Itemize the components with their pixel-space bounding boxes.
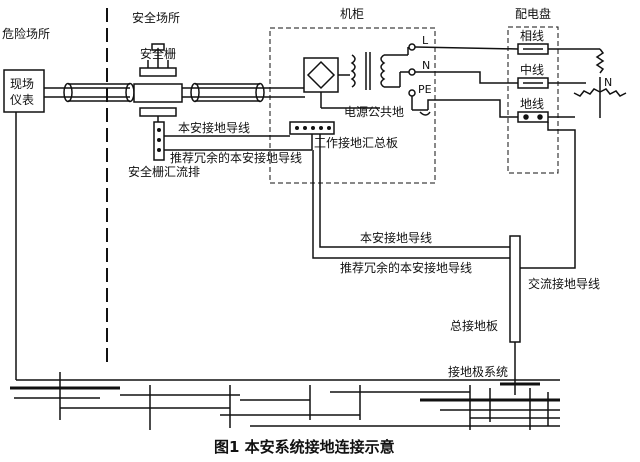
pe-line bbox=[427, 99, 518, 118]
ground-electrode-system bbox=[10, 372, 560, 430]
label-ac-ground-wire: 交流接地导线 bbox=[528, 276, 600, 291]
is-ground-wire-long bbox=[319, 134, 512, 248]
label-terminal-PE: PE bbox=[418, 83, 432, 96]
label-is-ground-wire-top: 本安接地导线 bbox=[178, 120, 250, 135]
label-neutral-wire: 中线 bbox=[520, 62, 544, 77]
safety-barrier bbox=[133, 43, 183, 150]
neutral-line bbox=[415, 71, 518, 84]
rectifier bbox=[303, 57, 350, 108]
label-redundant-is-ground-wire-mid: 推荐冗余的本安接地导线 bbox=[340, 260, 472, 275]
cabinet-boundary bbox=[269, 27, 436, 184]
label-field-instrument-1: 现场 bbox=[10, 77, 34, 91]
label-work-ground-bus-board: 工作接地汇总板 bbox=[314, 135, 398, 150]
diagram-caption: 图1 本安系统接地连接示意 bbox=[214, 438, 395, 456]
label-barrier-busbar: 安全栅汇流排 bbox=[128, 164, 200, 179]
label-transformer-N: N bbox=[604, 76, 612, 89]
label-distribution-panel: 配电盘 bbox=[515, 6, 551, 21]
shielded-cable-right bbox=[182, 82, 305, 103]
distribution-panel-boundary bbox=[507, 26, 559, 174]
phase-line bbox=[414, 46, 519, 50]
label-safe-area: 安全场所 bbox=[132, 10, 180, 25]
supply-transformer bbox=[573, 48, 627, 118]
label-cabinet: 机柜 bbox=[340, 7, 364, 21]
label-redundant-is-ground-wire-top: 推荐冗余的本安接地导线 bbox=[170, 150, 302, 165]
shielded-cable-left bbox=[44, 82, 135, 103]
label-main-ground-board: 总接地板 bbox=[450, 318, 498, 333]
ac-ground-wire bbox=[518, 122, 576, 269]
label-safety-barrier: 安全栅 bbox=[140, 46, 176, 61]
redundant-is-ground-wire-long bbox=[312, 150, 512, 259]
cabinet-terminals bbox=[399, 43, 428, 111]
label-power-common-ground: 电源公共地 bbox=[344, 105, 404, 119]
main-ground-board bbox=[509, 235, 521, 343]
transformer bbox=[350, 52, 408, 90]
label-earth-wire: 地线 bbox=[520, 97, 544, 111]
label-ground-electrode-system: 接地极系统 bbox=[448, 364, 508, 379]
label-terminal-N: N bbox=[422, 59, 430, 72]
field-instrument-box bbox=[3, 69, 45, 113]
label-phase-wire: 相线 bbox=[520, 29, 544, 43]
label-is-ground-wire-mid: 本安接地导线 bbox=[360, 230, 432, 245]
label-terminal-L: L bbox=[422, 34, 429, 47]
label-hazard-area: 危险场所 bbox=[2, 26, 50, 41]
label-field-instrument-2: 仪表 bbox=[10, 93, 34, 107]
